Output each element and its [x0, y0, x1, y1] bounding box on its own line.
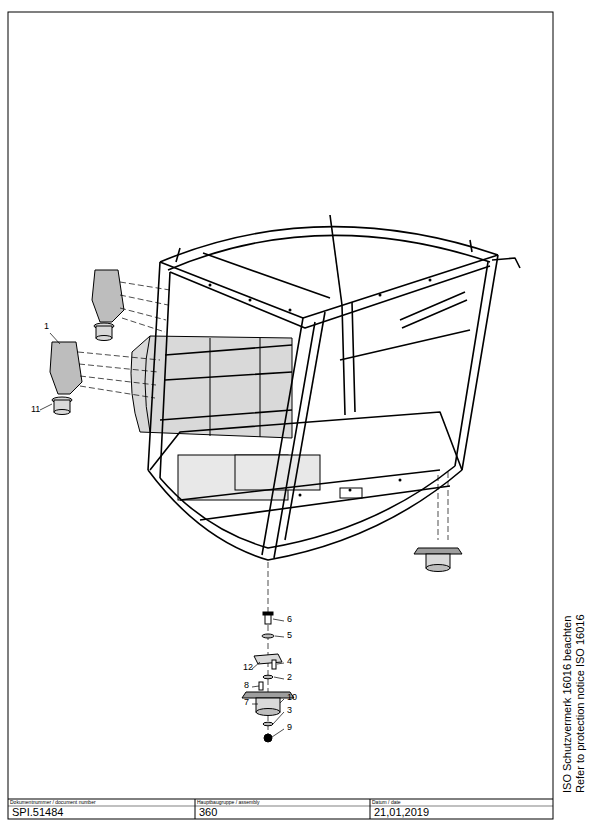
- title-block-header: Dokumentnummer / document number: [10, 800, 96, 805]
- protection-notice: Refer to protection notice ISO 16016: [575, 614, 586, 793]
- callout-number: 4: [287, 657, 292, 666]
- document-number: SPI.51484: [12, 807, 63, 818]
- floor-opening: [340, 488, 362, 498]
- callout-number: 2: [287, 673, 292, 682]
- rear-bracket: [50, 270, 124, 394]
- cab-frame: [148, 215, 520, 560]
- callout-number: 9: [287, 723, 292, 732]
- front-damper: [414, 548, 462, 572]
- callout-number: 6: [287, 615, 292, 624]
- protection-notice: ISO Schutzvermerk 16016 beachten: [562, 616, 573, 793]
- callout-number: 10: [287, 693, 297, 702]
- frame-holes: [209, 279, 432, 497]
- title-block-line: [195, 799, 196, 819]
- exploded-mount: [242, 612, 294, 742]
- title-block-header: Datum / date: [372, 800, 401, 805]
- date-value: 21,01,2019: [374, 807, 429, 818]
- assembly-number: 360: [199, 807, 217, 818]
- callout-number: 7: [244, 698, 249, 707]
- sheet-border: [8, 12, 553, 819]
- title-block-header: Hauptbaugruppe / assembly: [197, 800, 260, 805]
- title-block-line: [8, 806, 553, 807]
- rubber-damper: [52, 323, 114, 415]
- callout-number: 3: [287, 706, 292, 715]
- callout-number: 1: [44, 322, 49, 331]
- callout-number: 12: [243, 663, 253, 672]
- leader-line: [40, 333, 284, 737]
- callout-number: 11: [31, 405, 40, 414]
- callout-number: 8: [244, 681, 249, 690]
- title-block-line: [370, 799, 371, 819]
- callout-number: 5: [287, 631, 292, 640]
- assembly-line: [78, 282, 448, 742]
